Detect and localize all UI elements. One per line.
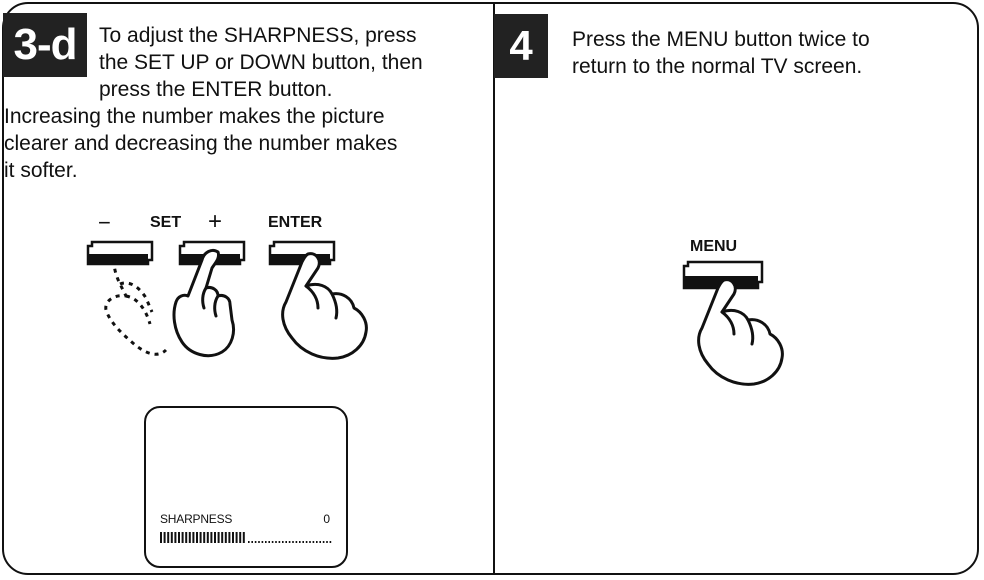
level-dot <box>248 541 250 543</box>
level-dot <box>289 541 291 543</box>
level-tick <box>203 532 205 543</box>
level-tick <box>178 532 180 543</box>
level-dot <box>299 541 301 543</box>
set-down-button[interactable] <box>88 242 152 264</box>
level-dot <box>296 541 298 543</box>
level-dot <box>262 541 264 543</box>
level-dot <box>275 541 277 543</box>
note-line: clearer and decreasing the number makes <box>4 130 397 157</box>
level-dot <box>279 541 281 543</box>
instruction-line: the SET UP or DOWN button, then <box>99 49 423 76</box>
instruction-line-3: press the ENTER button. <box>99 76 332 103</box>
level-tick <box>200 532 202 543</box>
tv-screen-display: SHARPNESS 0 <box>144 406 348 568</box>
instruction-line: return to the normal TV screen. <box>572 53 870 80</box>
step-4-badge: 4 <box>494 14 548 78</box>
level-dot <box>330 541 332 543</box>
pointing-hand-icon <box>699 280 783 385</box>
level-dot <box>313 541 315 543</box>
panel-divider <box>493 3 495 575</box>
level-dot <box>323 541 325 543</box>
note-line: Increasing the number makes the picture <box>4 103 397 130</box>
level-dot <box>306 541 308 543</box>
level-tick <box>243 532 245 543</box>
ghost-hand-icon <box>106 256 166 354</box>
level-tick <box>221 532 223 543</box>
sharpness-level-bar <box>160 532 332 544</box>
level-tick <box>164 532 166 543</box>
level-tick <box>236 532 238 543</box>
level-dot <box>272 541 274 543</box>
level-dot <box>251 541 253 543</box>
level-tick <box>192 532 194 543</box>
level-dot <box>326 541 328 543</box>
level-tick <box>210 532 212 543</box>
level-tick <box>207 532 209 543</box>
level-dot <box>265 541 267 543</box>
level-dot <box>309 541 311 543</box>
instruction-line: Press the MENU button twice to <box>572 26 870 53</box>
step-3d-note: Increasing the number makes the picture … <box>4 103 397 184</box>
level-tick <box>196 532 198 543</box>
set-enter-buttons-illustration <box>80 232 380 372</box>
level-tick <box>185 532 187 543</box>
level-dot <box>258 541 260 543</box>
level-dot <box>292 541 294 543</box>
step-4-instruction: Press the MENU button twice to return to… <box>572 26 870 80</box>
level-tick <box>228 532 230 543</box>
enter-label: ENTER <box>268 214 322 232</box>
instruction-line: To adjust the SHARPNESS, press <box>99 22 423 49</box>
step-3d-instruction: To adjust the SHARPNESS, press the SET U… <box>99 22 423 76</box>
set-label: SET <box>150 214 181 232</box>
level-tick <box>189 532 191 543</box>
level-dot <box>319 541 321 543</box>
level-tick <box>160 532 162 543</box>
level-tick <box>218 532 220 543</box>
sharpness-label: SHARPNESS <box>160 512 232 526</box>
step-3d-badge: 3-d <box>3 13 87 77</box>
level-tick <box>214 532 216 543</box>
level-tick <box>232 532 234 543</box>
menu-label: MENU <box>690 238 737 256</box>
level-dot <box>255 541 257 543</box>
level-dot <box>268 541 270 543</box>
level-tick <box>174 532 176 543</box>
level-tick <box>239 532 241 543</box>
pointing-hand-icon <box>283 254 367 359</box>
level-dot <box>316 541 318 543</box>
level-tick <box>225 532 227 543</box>
menu-button-illustration <box>682 260 822 390</box>
pointing-hand-icon <box>174 250 234 355</box>
level-tick <box>167 532 169 543</box>
level-tick <box>171 532 173 543</box>
level-dot <box>282 541 284 543</box>
level-dot <box>285 541 287 543</box>
sharpness-value: 0 <box>323 512 330 526</box>
level-tick <box>182 532 184 543</box>
level-dot <box>302 541 304 543</box>
note-line: it softer. <box>4 157 397 184</box>
